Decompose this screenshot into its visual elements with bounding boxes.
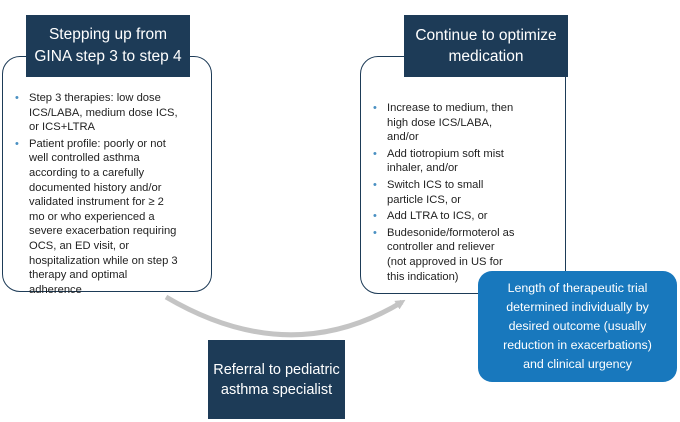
- item-line: particle ICS, or: [387, 193, 461, 206]
- list-item: • Patient profile: poorly or not well co…: [14, 137, 203, 298]
- bullet-icon: •: [15, 92, 19, 104]
- item-line: Increase to medium, then: [387, 102, 514, 114]
- bullet-icon: •: [373, 226, 377, 239]
- bullet-icon: •: [373, 210, 377, 223]
- right-header: Continue to optimize medication: [404, 15, 568, 77]
- item-line: severe exacerbation requiring: [29, 225, 177, 238]
- list-item: • Switch ICS to small particle ICS, or: [372, 178, 559, 207]
- item-line: Patient profile: poorly or not: [29, 137, 166, 150]
- item-line: OCS, an ED visit, or: [29, 239, 130, 252]
- item-line: high dose ICS/LABA,: [387, 116, 493, 129]
- item-line: (not approved in US for: [387, 255, 503, 268]
- left-header-line: Stepping up from: [48, 26, 168, 43]
- right-bullet-list: • Increase to medium, then high dose ICS…: [372, 101, 559, 284]
- left-panel: • Step 3 therapies: low dose ICS/LABA, m…: [2, 56, 212, 296]
- bullet-icon: •: [373, 178, 377, 191]
- list-item: • Increase to medium, then high dose ICS…: [372, 101, 559, 145]
- trial-line: determined individually by: [506, 300, 649, 314]
- item-line: therapy and optimal: [29, 269, 128, 282]
- item-line: or ICS+LTRA: [29, 121, 96, 134]
- right-header-line: Continue to optimize: [415, 27, 557, 44]
- item-line: this indication): [387, 270, 459, 283]
- item-line: according to a carefully: [29, 166, 145, 179]
- trial-length-box: Length of therapeutic trial determined i…: [478, 271, 677, 382]
- item-line: and/or: [387, 131, 419, 144]
- left-bullet-list: • Step 3 therapies: low dose ICS/LABA, m…: [14, 91, 203, 297]
- item-line: controller and reliever: [387, 241, 495, 254]
- trial-line: and clinical urgency: [523, 357, 632, 371]
- item-line: hospitalization while on step 3: [29, 254, 178, 267]
- trial-line: Length of therapeutic trial: [507, 281, 648, 295]
- referral-line: asthma specialist: [220, 381, 333, 398]
- right-header-line: medication: [448, 48, 524, 65]
- item-line: ICS/LABA, medium dose ICS,: [29, 106, 178, 119]
- list-item: • Add LTRA to ICS, or: [372, 209, 559, 224]
- item-line: validated instrument for ≥ 2: [29, 196, 164, 209]
- list-item: • Budesonide/formoterol as controller an…: [372, 226, 559, 284]
- bullet-icon: •: [373, 102, 377, 114]
- left-header-line: GINA step 3 to step 4: [34, 48, 182, 65]
- trial-line: desired outcome (usually: [508, 319, 647, 333]
- item-line: Add tiotropium soft mist: [387, 147, 504, 160]
- bullet-icon: •: [15, 137, 19, 150]
- referral-box: Referral to pediatric asthma specialist: [208, 340, 345, 419]
- item-line: Step 3 therapies: low dose: [29, 92, 161, 104]
- right-panel: • Increase to medium, then high dose ICS…: [360, 56, 566, 294]
- trial-line: reduction in exacerbations): [503, 338, 652, 352]
- item-line: documented history and/or: [29, 181, 162, 194]
- list-item: • Step 3 therapies: low dose ICS/LABA, m…: [14, 91, 203, 135]
- item-line: adherence: [29, 283, 82, 296]
- left-header: Stepping up from GINA step 3 to step 4: [26, 15, 190, 77]
- item-line: mo or who experienced a: [29, 210, 155, 223]
- item-line: well controlled asthma: [29, 152, 140, 165]
- item-line: Add LTRA to ICS, or: [387, 210, 488, 223]
- item-line: inhaler, and/or: [387, 162, 458, 175]
- list-item: • Add tiotropium soft mist inhaler, and/…: [372, 147, 559, 176]
- bullet-icon: •: [373, 147, 377, 160]
- item-line: Budesonide/formoterol as: [387, 226, 515, 239]
- item-line: Switch ICS to small: [387, 178, 484, 191]
- referral-line: Referral to pediatric: [213, 361, 340, 378]
